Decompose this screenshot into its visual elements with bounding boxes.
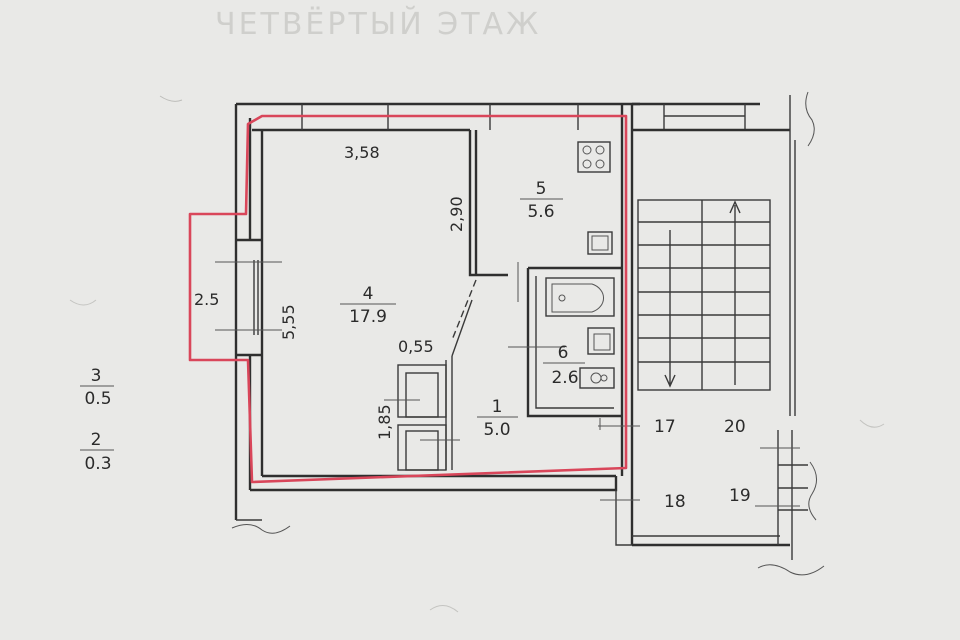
space-number-20: 20 bbox=[724, 417, 746, 437]
room-label-4: 4 17.9 bbox=[340, 284, 396, 327]
room-area: 5.0 bbox=[483, 420, 510, 440]
faded-header-text: ЧЕТВЁРТЫЙ ЭТАЖ bbox=[215, 6, 541, 42]
room-label-5: 5 5.6 bbox=[520, 179, 563, 222]
side-note-3: 3 0.5 bbox=[80, 366, 114, 409]
bathtub-icon bbox=[545, 277, 615, 317]
space-number-18: 18 bbox=[664, 492, 686, 512]
dimension-5-55: 5,55 bbox=[279, 304, 298, 340]
room-number: 5 bbox=[536, 179, 547, 199]
side-note-2: 2 0.3 bbox=[80, 430, 114, 474]
room-area: 2.6 bbox=[551, 368, 578, 388]
dimension-lines bbox=[384, 262, 601, 441]
stove-icon bbox=[577, 141, 611, 173]
side-note-area: 0.5 bbox=[84, 389, 111, 409]
break-marks bbox=[231, 91, 825, 576]
dimension-1-85: 1,85 bbox=[375, 404, 394, 440]
room-area: 5.6 bbox=[527, 202, 554, 222]
stairwell bbox=[598, 95, 808, 560]
bathroom-sink-icon bbox=[587, 327, 615, 355]
interior-partitions bbox=[397, 104, 634, 545]
side-note-number: 2 bbox=[91, 430, 102, 450]
paper-scratches bbox=[69, 95, 885, 613]
toilet-icon bbox=[579, 367, 615, 389]
room-number: 6 bbox=[558, 343, 569, 363]
apartment-boundary-outline bbox=[188, 114, 628, 484]
dimension-3-58: 3,58 bbox=[344, 143, 380, 162]
room-label-6: 6 2.6 bbox=[543, 343, 585, 388]
dimension-2-90: 2,90 bbox=[447, 196, 466, 232]
dimension-2-5: 2.5 bbox=[194, 290, 219, 309]
kitchen-sink-icon bbox=[587, 231, 613, 255]
dimension-0-55: 0,55 bbox=[398, 337, 434, 356]
room-number: 1 bbox=[492, 397, 503, 417]
side-note-area: 0.3 bbox=[84, 454, 111, 474]
room-area: 17.9 bbox=[349, 307, 387, 327]
room-label-1: 1 5.0 bbox=[477, 397, 518, 440]
space-number-19: 19 bbox=[729, 486, 751, 506]
space-number-17: 17 bbox=[654, 417, 676, 437]
room-number: 4 bbox=[363, 284, 374, 304]
side-note-number: 3 bbox=[91, 366, 102, 386]
